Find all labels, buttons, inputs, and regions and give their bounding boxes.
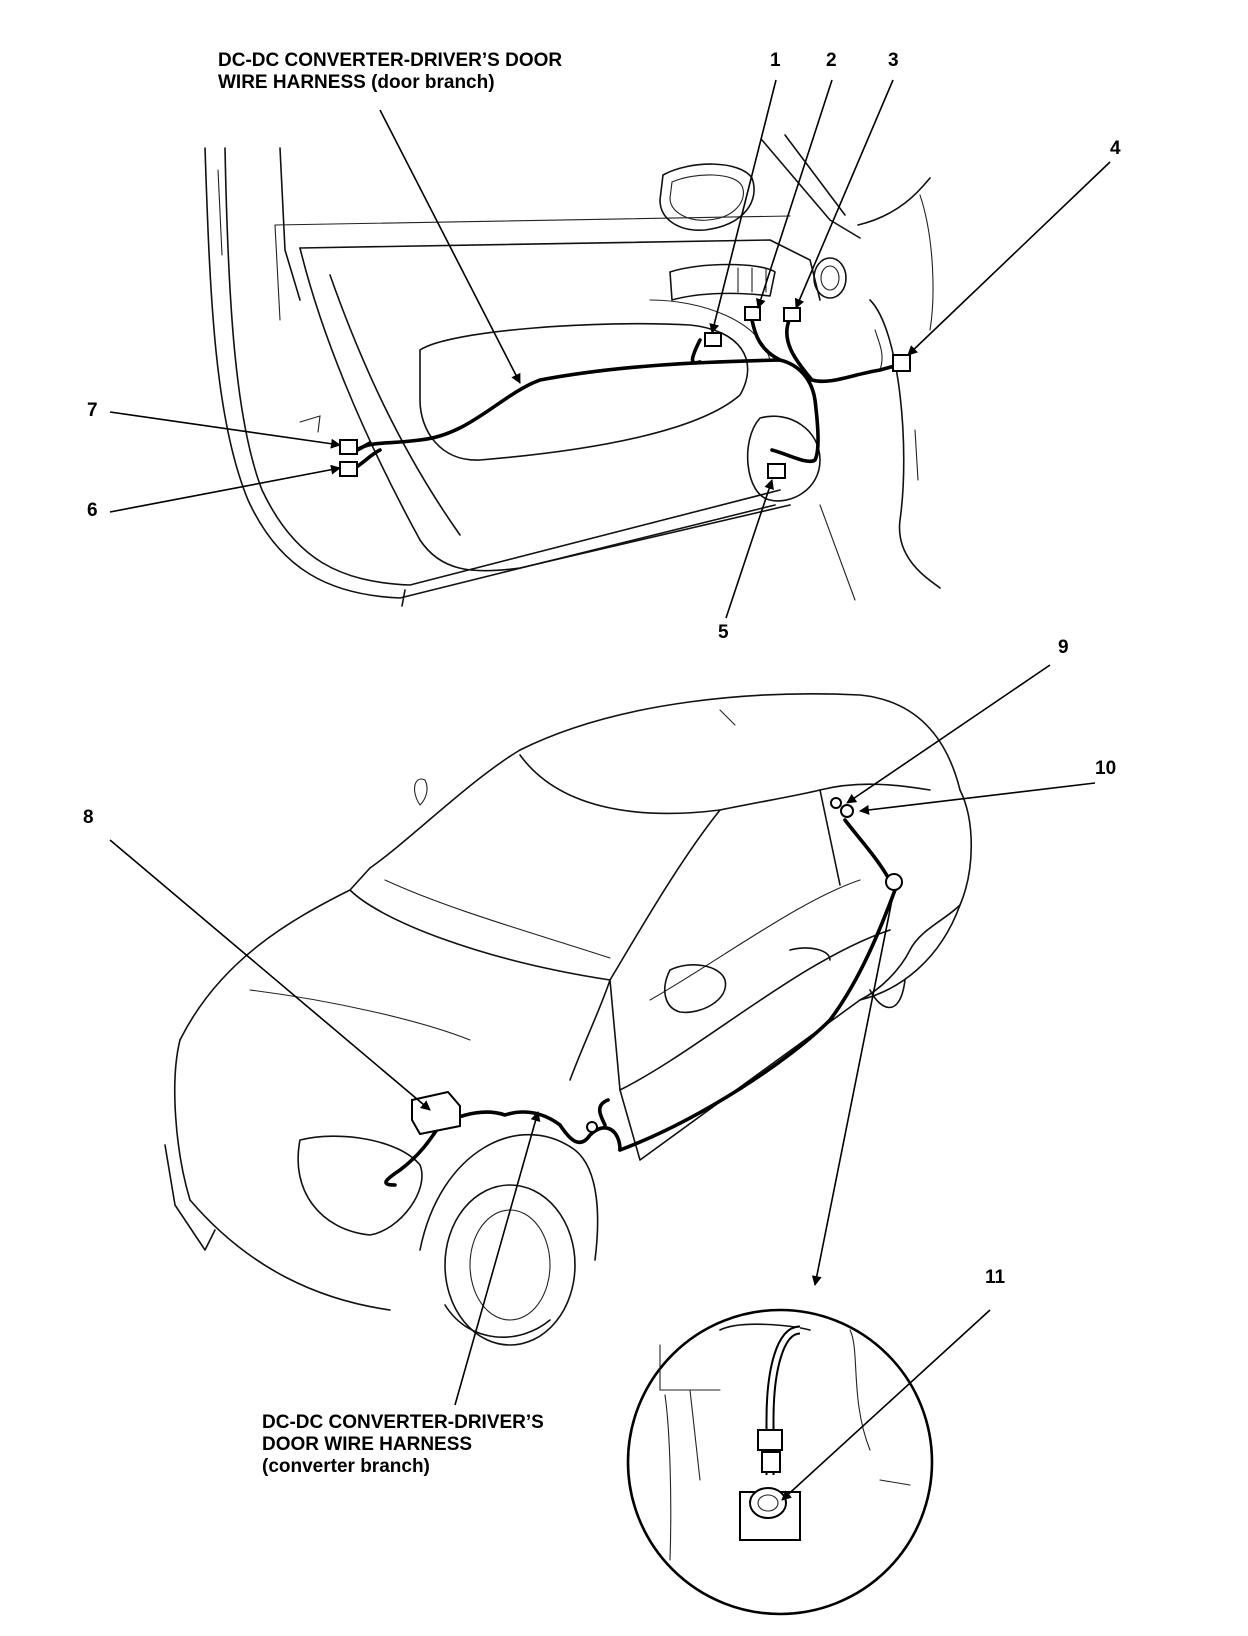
converter-branch-harness <box>384 818 897 1187</box>
callout-1: 1 <box>770 50 781 71</box>
harness-clip <box>586 1121 598 1133</box>
door-connectors <box>339 306 911 479</box>
converter-branch-label-line1: DC-DC CONVERTER-DRIVER’S <box>262 1412 544 1433</box>
dc-dc-converter <box>411 1090 461 1136</box>
door-leader-lines <box>109 79 1111 619</box>
connector-9 <box>830 797 842 809</box>
converter-branch-label-line3: (converter branch) <box>262 1456 430 1477</box>
converter-branch-label-line2: DOOR WIRE HARNESS <box>262 1434 473 1455</box>
detail-inset <box>626 1308 991 1616</box>
callout-4: 4 <box>1110 138 1121 159</box>
connector-5 <box>767 463 786 479</box>
converter-branch-label: DC-DC CONVERTER-DRIVER’S DOOR WIRE HARNE… <box>262 1412 544 1478</box>
callout-9: 9 <box>1058 637 1069 658</box>
connector-4 <box>892 354 911 372</box>
door-branch-label-line2: WIRE HARNESS (door branch) <box>218 72 495 93</box>
door-branch-label: DC-DC CONVERTER-DRIVER’S DOOR WIRE HARNE… <box>218 50 562 94</box>
callout-6: 6 <box>87 500 98 521</box>
connector-6 <box>339 461 358 477</box>
door-branch-harness <box>350 316 900 472</box>
connector-2 <box>744 306 761 321</box>
car-leader-lines <box>109 664 1096 1406</box>
car-illustration <box>164 693 973 1346</box>
connector-3 <box>783 307 801 322</box>
callout-2: 2 <box>826 50 837 71</box>
door-branch-label-line1: DC-DC CONVERTER-DRIVER’S DOOR <box>218 50 563 71</box>
callout-3: 3 <box>888 50 899 71</box>
connector-10 <box>840 804 854 818</box>
car-components <box>411 797 903 1136</box>
ground-point <box>885 873 903 891</box>
callout-5: 5 <box>718 622 729 643</box>
callout-11: 11 <box>985 1267 1006 1288</box>
callout-10: 10 <box>1095 758 1117 779</box>
connector-7 <box>339 439 358 455</box>
callout-7: 7 <box>87 400 98 421</box>
door-panel-illustration <box>204 134 941 607</box>
callout-8: 8 <box>83 807 94 828</box>
connector-1 <box>704 332 722 347</box>
